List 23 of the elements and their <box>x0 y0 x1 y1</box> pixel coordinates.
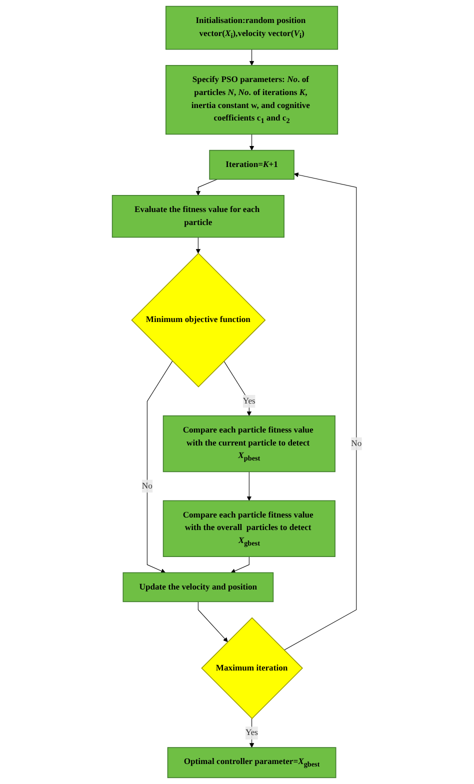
arrow <box>196 237 201 254</box>
node-box: Evaluate the fitness value for each particle <box>112 195 284 238</box>
arrow <box>230 556 250 574</box>
edge-label: Yes <box>242 396 256 406</box>
node-box: Update the velocity and position <box>122 572 274 602</box>
node-box: Specify PSO parameters: No. of particles N, No. of iterations K, inertia constant w, and cognitive coefficients c$_{1}$ and c$_{2}$ <box>166 65 338 135</box>
arrow <box>249 134 254 151</box>
node-diamond: Maximum iteration <box>201 617 304 720</box>
arrow <box>196 179 218 196</box>
edge-label: No <box>142 481 152 491</box>
arrow <box>249 49 254 66</box>
node-box: Compare each particle fitness value with the overall particles to detect X$_{gbest}$ <box>162 500 336 558</box>
edge-label: Yes <box>246 728 258 738</box>
arrow <box>284 172 357 650</box>
arrow <box>246 471 252 501</box>
node-box: Optimal controller parameter=X$_{gbest}$ <box>167 747 336 778</box>
node-diamond: Minimum objective function <box>131 252 266 388</box>
arrow <box>198 601 228 642</box>
edge-label: No <box>351 438 362 448</box>
arrow <box>146 360 173 574</box>
node-box: Compare each particle fitness value with the current particle to detect X$_{pbest}$ <box>162 415 336 472</box>
node-box: Iteration=K+1 <box>209 150 294 180</box>
node-box: Initialisation:random position vector(X$_{i}$),velocity vector(V$_{i}$) <box>166 6 338 50</box>
